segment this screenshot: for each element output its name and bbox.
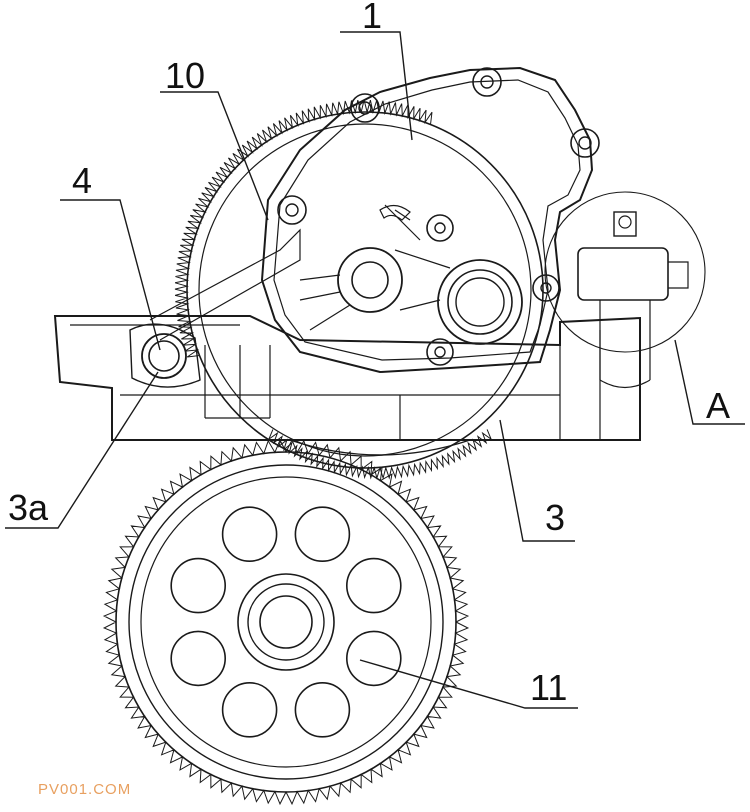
gear-tooth-profile [102,438,470,806]
lower-gear-teeth [102,438,470,806]
lightening-hole [221,681,278,738]
label-part-3: 3 [545,497,565,538]
lightening-hole [345,557,402,614]
gear-tooth-profile [174,99,433,358]
base-plate-3 [53,191,706,441]
label-part-11: 11 [530,667,567,708]
upper-gear-teeth [174,99,433,358]
lightening-hole [221,506,278,563]
label-detail-a: A [706,385,730,426]
lightening-hole [294,681,351,738]
label-part-3a: 3a [8,487,49,528]
upper-gear-10 [174,99,544,469]
lightening-hole [170,630,226,687]
lower-gear-11 [102,438,470,806]
gear-tooth-profile [267,429,493,480]
label-part-10: 10 [165,55,205,96]
middle-gear-edge [267,429,493,480]
leader-lines [5,31,745,709]
lightening-hole [345,630,402,687]
label-part-4: 4 [72,160,92,201]
housing-cover-1 [260,66,600,374]
lightening-hole [170,557,226,614]
watermark: PV001.COM [38,781,131,798]
label-part-1: 1 [362,0,382,36]
lightening-hole [294,506,351,563]
